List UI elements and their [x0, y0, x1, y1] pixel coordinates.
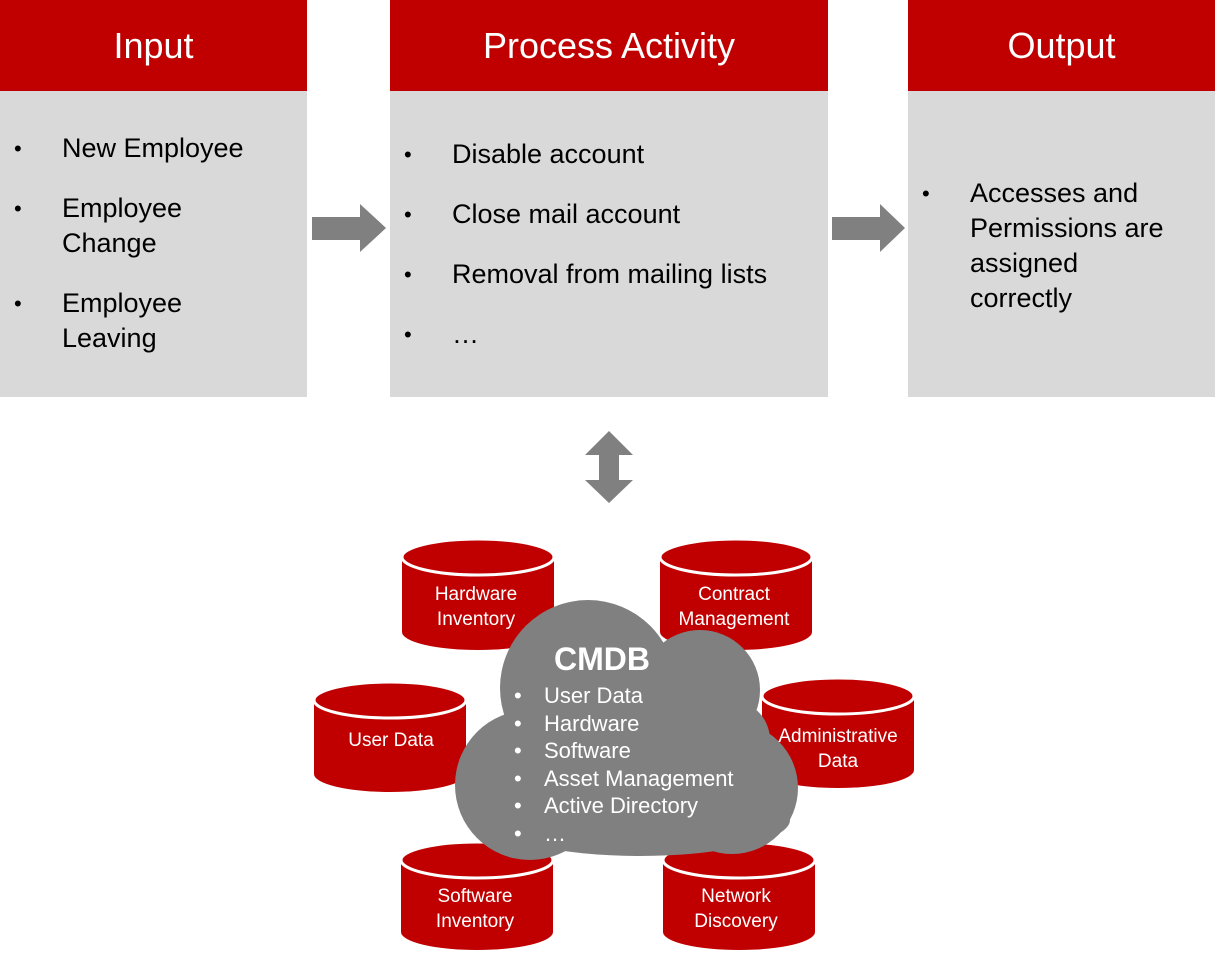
bullet-icon: •	[514, 738, 522, 763]
database-contract-management: Contract Management	[658, 537, 814, 650]
bullet-icon: •	[14, 291, 22, 316]
output-item-text: correctly	[970, 283, 1073, 313]
bullet-icon: •	[514, 793, 522, 818]
database-label: Hardware	[435, 584, 517, 605]
bullet-icon: •	[404, 202, 412, 227]
database-label: Management	[679, 609, 791, 630]
bullet-icon: •	[514, 766, 522, 791]
cmdb-cloud-lobe	[660, 648, 752, 740]
database-label: Network	[701, 886, 771, 907]
cmdb-item: Software	[544, 738, 631, 763]
process-list: • Disable account • Close mail account • Re…	[390, 137, 767, 377]
input-item-text: Employee	[62, 193, 183, 223]
bullet-icon: •	[404, 262, 412, 287]
cmdb-item: Active Directory	[544, 793, 698, 818]
process-activity-box: Process Activity • Disable account • Close…	[390, 0, 828, 397]
bullet-icon: •	[514, 711, 522, 736]
input-item-text: New Employee	[62, 133, 244, 163]
database-hardware-inventory: Hardware Inventory	[400, 537, 556, 650]
bullet-icon: •	[404, 322, 412, 347]
bullet-icon: •	[514, 683, 522, 708]
input-item-text: Change	[62, 228, 157, 258]
database-user-data: User Data	[312, 680, 468, 792]
database-label: Administrative	[778, 726, 897, 747]
cmdb-item: …	[544, 821, 566, 846]
double-arrow-vertical-icon	[585, 431, 633, 503]
database-label: User Data	[348, 730, 434, 751]
database-label: Software	[438, 886, 513, 907]
process-activity-header: Process Activity	[390, 0, 828, 91]
bullet-icon: •	[404, 142, 412, 167]
bullet-icon: •	[14, 196, 22, 221]
process-item-text: …	[452, 319, 479, 349]
input-header: Input	[0, 0, 307, 91]
process-item: • Disable account	[390, 137, 767, 172]
cmdb-list: • User Data • Hardware • Software • Asse…	[514, 683, 734, 846]
output-item-text: Permissions are	[970, 213, 1164, 243]
process-item-text: Close mail account	[452, 199, 681, 229]
input-item-text: Leaving	[62, 323, 157, 353]
process-item-text: Removal from mailing lists	[452, 259, 768, 289]
database-label: Discovery	[694, 911, 778, 932]
cmdb-item: User Data	[544, 683, 644, 708]
arrow-right-icon	[312, 204, 386, 252]
bullet-icon: •	[514, 821, 522, 846]
bullet-icon: •	[922, 181, 930, 206]
database-administrative-data	[760, 676, 916, 788]
process-item-text: Disable account	[452, 139, 645, 169]
input-item-text: Employee	[62, 288, 183, 318]
database-label: Contract	[698, 584, 771, 605]
output-item-text: Accesses and	[970, 178, 1139, 208]
database-label: Inventory	[436, 911, 515, 932]
arrow-right-icon	[832, 204, 905, 252]
bullet-icon: •	[14, 136, 22, 161]
database-label: Inventory	[437, 609, 516, 630]
cmdb-title: CMDB	[554, 641, 650, 677]
output-item-text: assigned	[970, 248, 1079, 278]
process-item: •…	[390, 317, 767, 352]
database-label: Data	[818, 751, 859, 772]
process-item: • Removal from mailing lists	[390, 257, 767, 292]
process-item: • Close mail account	[390, 197, 767, 232]
database-network-discovery: Network Discovery	[661, 840, 817, 950]
cmdb-item: Asset Management	[544, 766, 734, 791]
output-header: Output	[908, 0, 1215, 91]
cmdb-item: Hardware	[544, 711, 639, 736]
input-item: • New Employee	[0, 131, 244, 166]
